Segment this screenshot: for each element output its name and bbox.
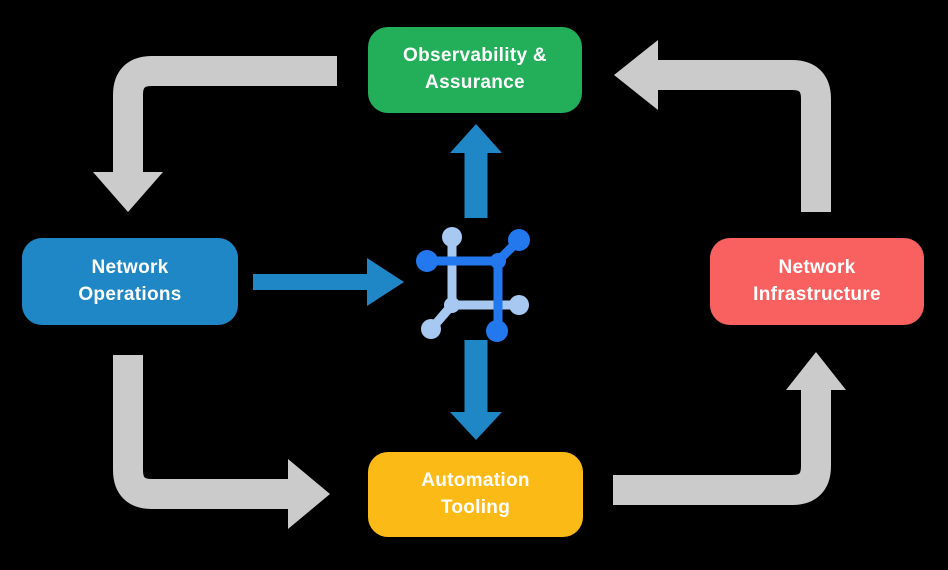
icon-dark-nodes bbox=[416, 229, 530, 342]
arrow-operations-to-center bbox=[253, 258, 404, 306]
node-label: Automation Tooling bbox=[421, 469, 530, 518]
network-fabric-icon bbox=[416, 227, 530, 342]
node-automation-tooling: Automation Tooling bbox=[368, 452, 583, 537]
node-observability-assurance: Observability & Assurance bbox=[368, 27, 582, 113]
node-network-operations: Network Operations bbox=[22, 238, 238, 325]
arrow-head bbox=[450, 412, 502, 440]
arrow-head bbox=[614, 40, 658, 110]
arrow-center-to-automation bbox=[450, 340, 502, 440]
node-label: Observability & Assurance bbox=[403, 45, 547, 93]
arrow-observability-to-operations bbox=[93, 56, 337, 212]
arrow-operations-to-automation bbox=[113, 355, 330, 529]
arrow-center-to-observability bbox=[450, 124, 502, 218]
arrow-automation-to-infrastructure bbox=[613, 352, 846, 505]
arrow-head bbox=[367, 258, 404, 306]
arrow-head bbox=[93, 172, 163, 212]
arrow-shaft bbox=[113, 355, 288, 509]
arrow-head bbox=[288, 459, 330, 529]
arrow-shaft bbox=[613, 390, 831, 505]
arrow-head bbox=[450, 124, 502, 153]
node-label: Network Infrastructure bbox=[753, 256, 881, 305]
node-label: Network Operations bbox=[78, 256, 182, 305]
arrow-infrastructure-to-observability bbox=[614, 40, 831, 212]
arrow-shaft bbox=[658, 60, 831, 212]
arrow-shaft bbox=[113, 56, 337, 174]
arrow-head bbox=[786, 352, 846, 390]
icon-light-nodes bbox=[421, 227, 529, 339]
node-network-infrastructure: Network Infrastructure bbox=[710, 238, 924, 325]
